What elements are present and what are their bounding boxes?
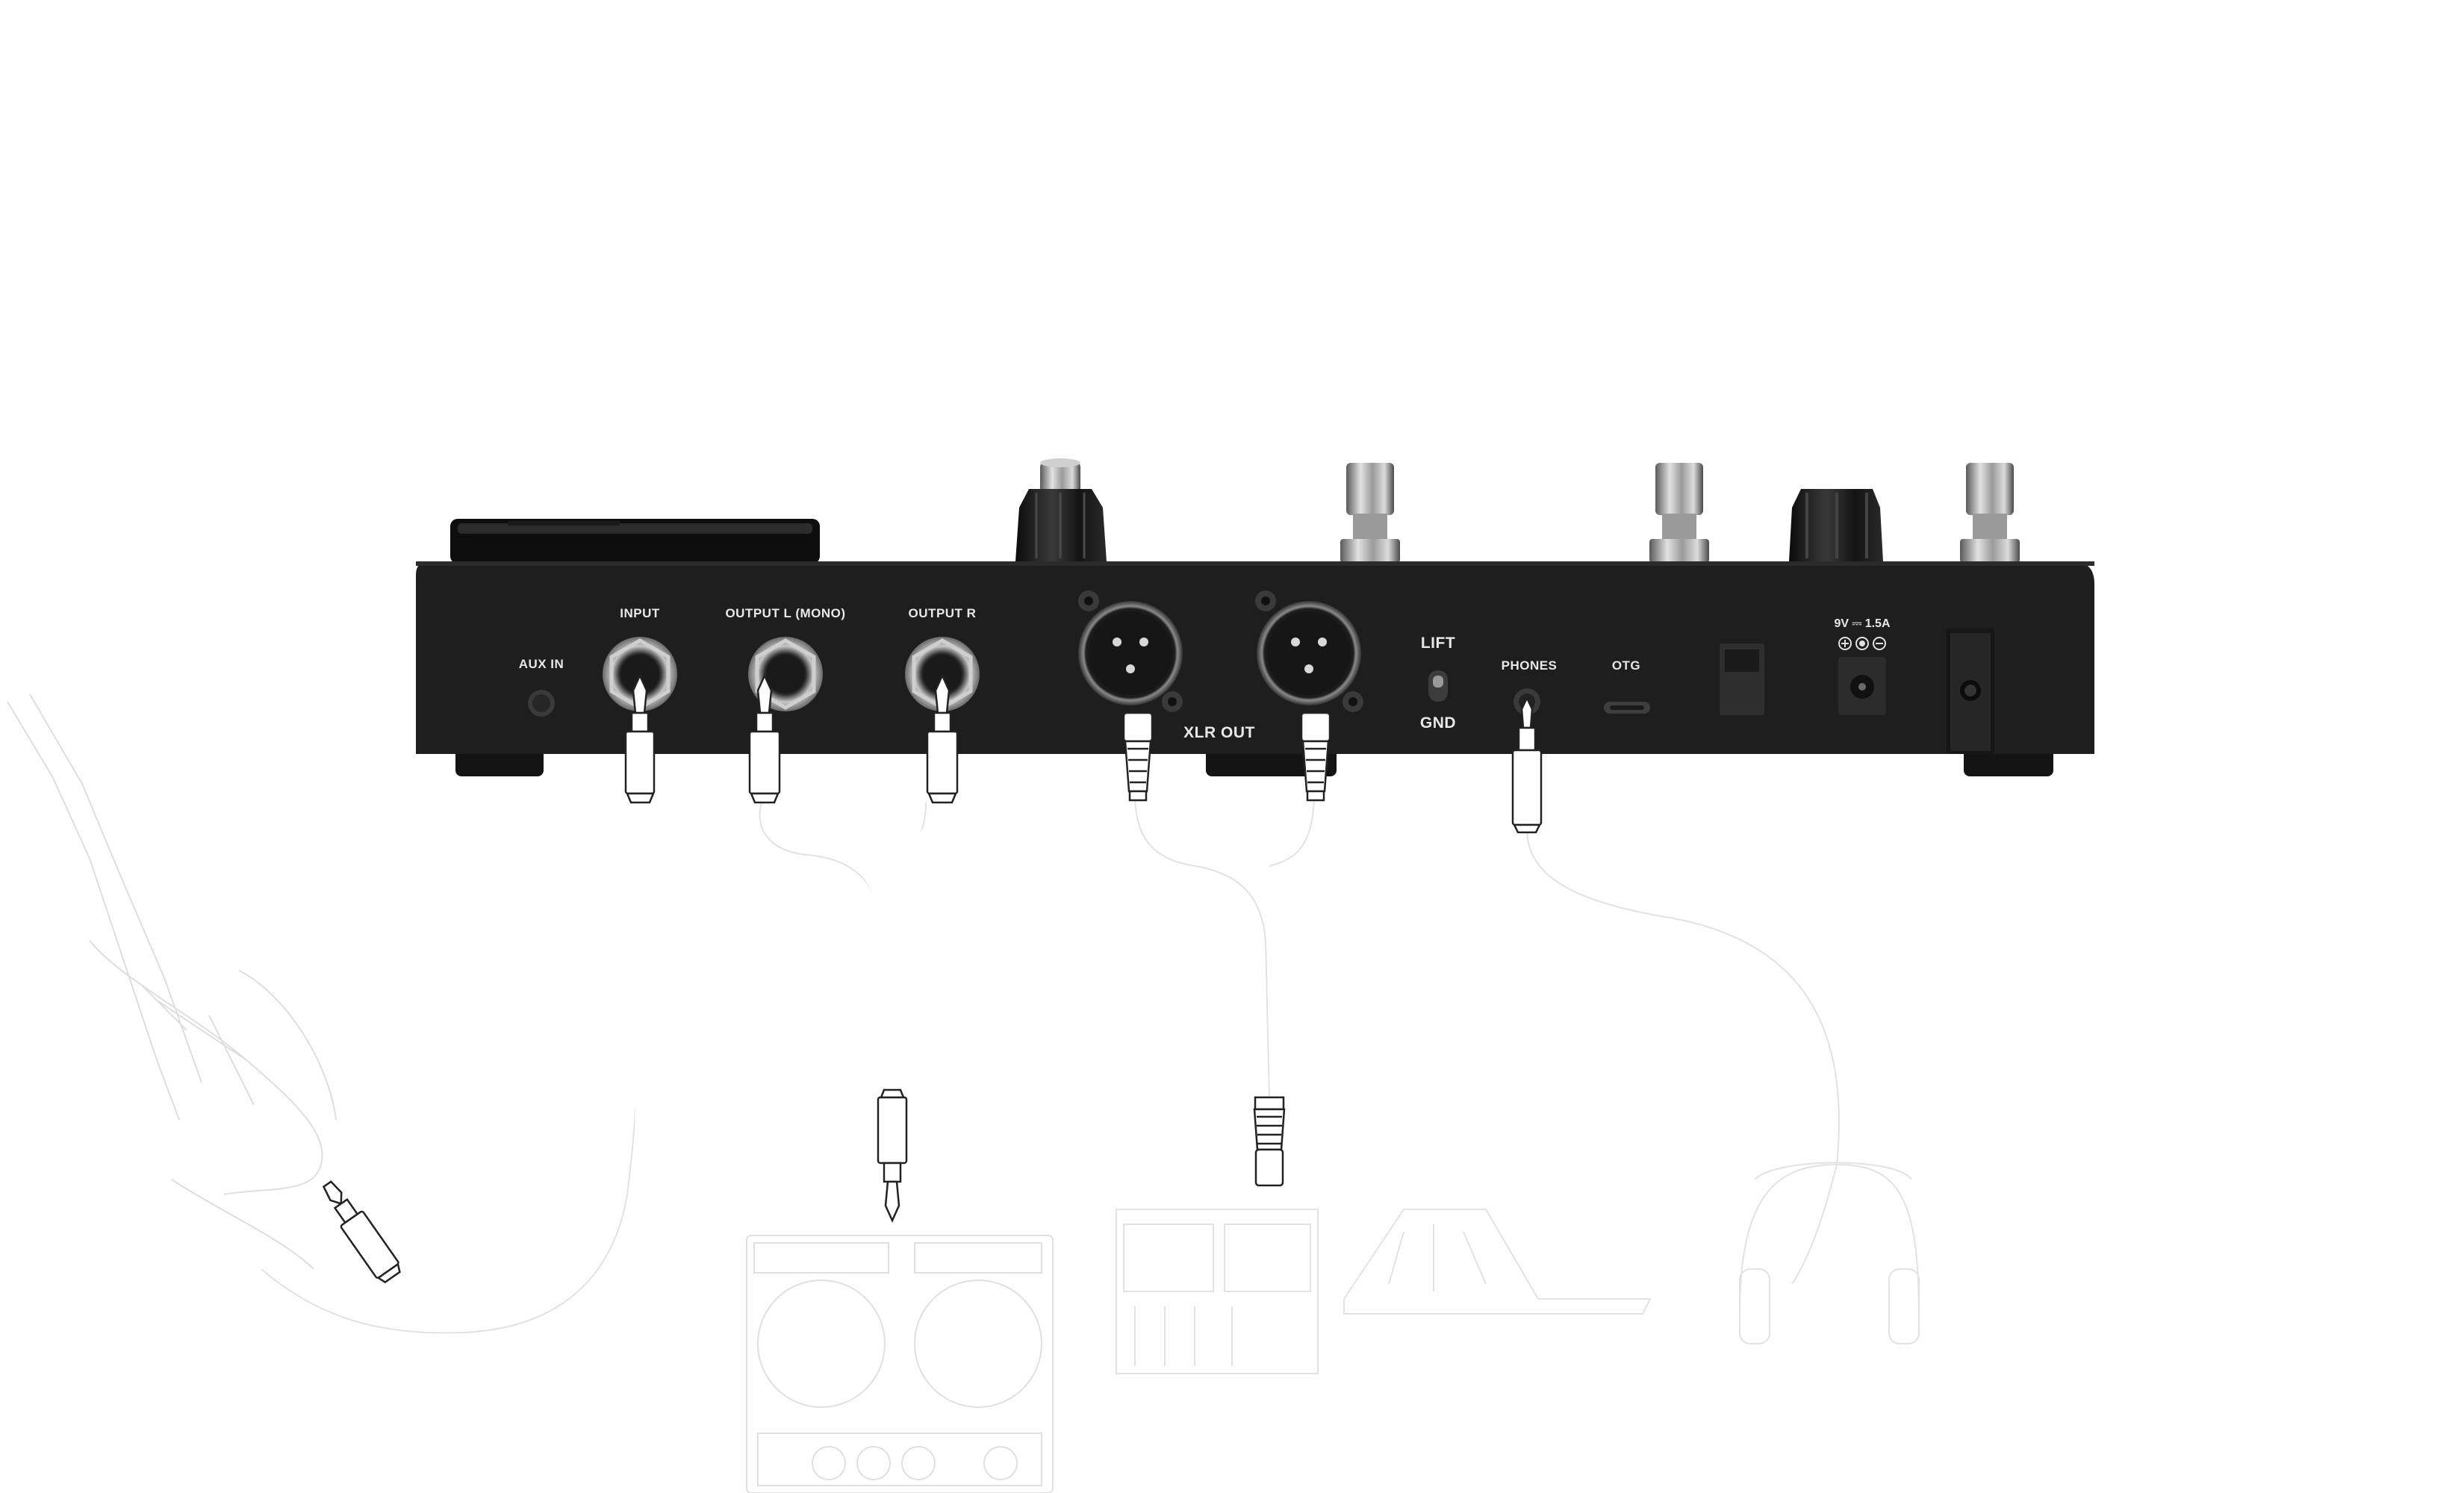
amp-icon [746,1235,1054,1493]
pa-speaker-icon [1343,1209,1652,1315]
master-knob[interactable] [1789,489,1883,561]
guitar-plug [322,1180,401,1284]
footswitch-a[interactable] [1340,463,1400,563]
output-r-label: OUTPUT R [908,606,977,620]
otg-label: OTG [1611,658,1641,673]
instrument-plug [624,673,656,804]
ground-lift-switch[interactable] [1428,670,1448,702]
guitar-icon [7,693,337,1270]
footswitch-b[interactable] [1649,463,1709,563]
input-label: INPUT [620,606,660,620]
phones-label: PHONES [1501,658,1558,673]
phones-plug [1511,696,1543,834]
rear-panel [416,561,2094,754]
power-spec-label: 9V ⎓ 1.5A [1834,617,1891,630]
xlr-out-left[interactable] [1078,590,1183,712]
lift-label: LIFT [1420,635,1456,652]
output-l-plug [748,673,781,804]
gnd-label: GND [1419,714,1457,732]
xlr-out-right[interactable] [1255,590,1363,712]
output-l-label: OUTPUT L (MONO) [725,606,846,620]
power-button[interactable] [1947,629,1994,754]
headphones-icon [1739,1162,1920,1344]
mixer-icon [1116,1209,1319,1374]
footswitch-c[interactable] [1960,463,2020,563]
dc-polarity-icon [1838,637,1886,650]
xlr-out-label: XLR OUT [1183,724,1255,741]
aux-in-label: AUX IN [518,657,564,671]
xlr-mixer-plug [1253,1096,1286,1187]
amp-plug [877,1088,908,1224]
dc-power-jack[interactable] [1838,657,1886,715]
output-r-plug [926,673,959,804]
aux-in-jack[interactable] [528,690,555,717]
volume-knob[interactable] [1015,458,1107,561]
usb-b-port[interactable] [1720,643,1764,715]
xlr-plug-left [1122,711,1154,802]
xlr-plug-right [1300,711,1331,802]
